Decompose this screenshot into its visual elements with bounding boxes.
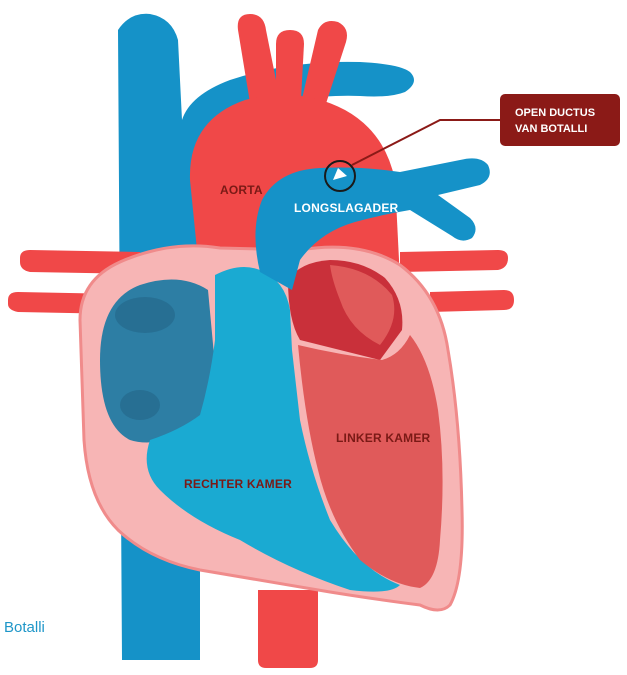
callout-box [500, 94, 620, 146]
callout-line-1: OPEN DUCTUS [515, 107, 595, 119]
label-linker-kamer: LINKER KAMER [336, 431, 431, 445]
right-side-vessel-upper [400, 250, 508, 272]
label-longslagader: LONGSLAGADER [294, 201, 399, 215]
label-aorta: AORTA [220, 183, 263, 197]
atrium-shade-1 [115, 297, 175, 333]
descending-aorta [258, 590, 318, 668]
atrium-shade-2 [120, 390, 160, 420]
callout-line-2: VAN BOTALLI [515, 123, 587, 135]
right-side-vessel-lower [430, 290, 514, 312]
caption-text: Botalli [4, 619, 45, 636]
label-rechter-kamer: RECHTER KAMER [184, 477, 292, 491]
